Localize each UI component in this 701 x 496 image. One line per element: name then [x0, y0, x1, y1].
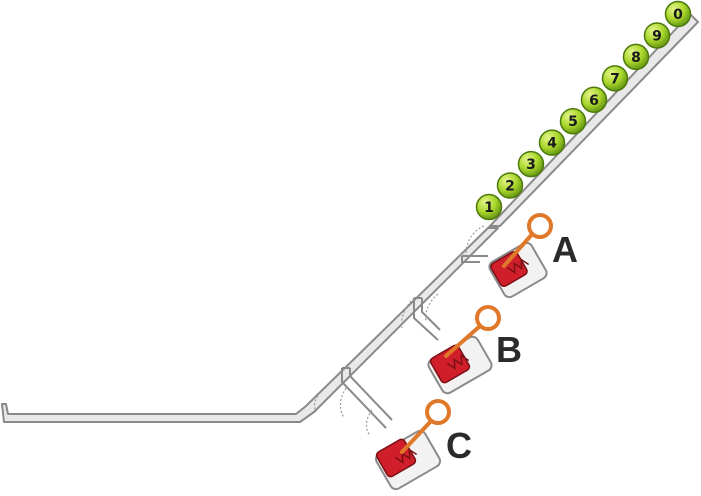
gate-a-spring — [506, 258, 530, 274]
gate-a-lever — [502, 230, 536, 268]
ball-circle — [643, 22, 671, 49]
branch-b-frame — [413, 297, 441, 341]
ball-label: 5 — [568, 114, 578, 130]
ball-4: 4 — [538, 129, 566, 156]
gate-b-pull-ring[interactable] — [475, 305, 501, 331]
gate-b-bucket — [429, 344, 471, 384]
ball-label: 0 — [673, 7, 683, 23]
ball-circle — [664, 0, 692, 28]
dotted-arc-a — [465, 225, 485, 257]
gate-c-label: C — [446, 425, 472, 466]
gate-b-label: B — [496, 329, 522, 370]
ball-label: 7 — [610, 71, 620, 87]
ball-circle — [580, 86, 608, 114]
ball-circle — [496, 172, 524, 199]
ball-7: 7 — [601, 65, 629, 92]
ball-6: 6 — [580, 86, 608, 114]
ball-label: 9 — [652, 28, 662, 44]
ball-1: 1 — [475, 193, 503, 221]
ball-label: 2 — [505, 179, 515, 195]
dotted-arc-b1 — [401, 297, 415, 329]
lower-ramp — [1, 227, 499, 423]
ball-label: 8 — [631, 50, 641, 66]
gate-c-lever — [400, 418, 434, 454]
gate-b-spring — [446, 354, 470, 370]
ball-2: 2 — [496, 172, 524, 199]
ball-label: 1 — [484, 200, 494, 216]
ball-circle — [622, 43, 650, 71]
gate-b-lever — [444, 324, 482, 358]
ball-0: 0 — [664, 0, 692, 28]
ball-label: 3 — [526, 157, 536, 173]
ball-circle — [601, 65, 629, 92]
gate-c-spring — [394, 448, 418, 464]
branch-c-frame — [341, 367, 393, 429]
ball-5: 5 — [559, 107, 587, 135]
dotted-arc-c3 — [365, 409, 373, 437]
ball-circle — [475, 193, 503, 221]
ball-circle — [559, 107, 587, 135]
ball-8: 8 — [622, 43, 650, 71]
ball-circle — [517, 150, 545, 178]
ball-label: 4 — [547, 136, 557, 152]
gate-c[interactable]: C — [374, 399, 472, 491]
gate-c-pull-ring[interactable] — [425, 399, 451, 425]
ball-3: 3 — [517, 150, 545, 178]
dotted-arc-c1 — [313, 395, 319, 413]
branch-chutes — [341, 255, 488, 429]
dotted-guides — [313, 225, 485, 437]
upper-chute — [487, 12, 700, 227]
ball-9: 9 — [643, 22, 671, 49]
gate-a-pull-ring[interactable] — [527, 213, 553, 239]
ramp-track — [1, 12, 700, 423]
ball-label: 6 — [589, 93, 599, 109]
dotted-arc-b2 — [425, 293, 439, 323]
ball-circle — [538, 129, 566, 156]
gate-b[interactable]: B — [426, 305, 522, 395]
dotted-arc-c2 — [339, 387, 347, 419]
gate-a-label: A — [552, 229, 578, 270]
gate-a[interactable]: A — [487, 213, 578, 299]
